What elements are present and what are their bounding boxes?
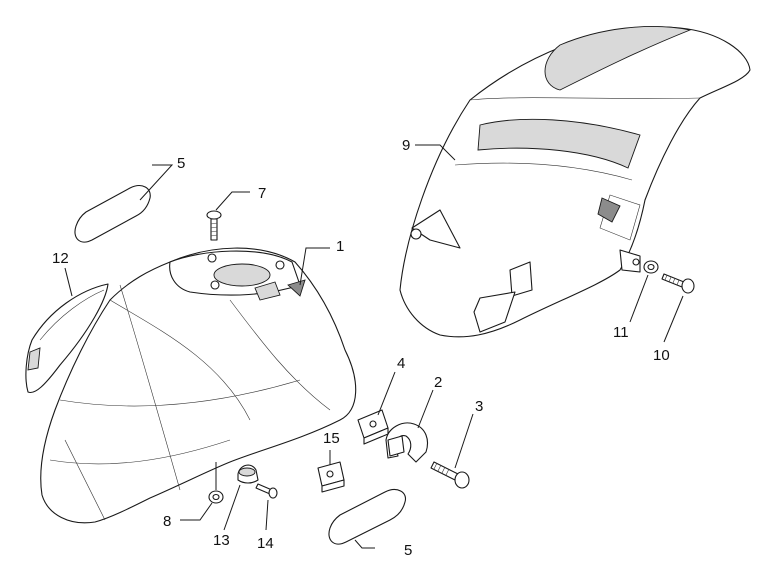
nut-part-8 xyxy=(208,490,224,504)
callout-12: 12 xyxy=(52,250,69,267)
callout-labels: 1 2 3 4 5 5 7 8 9 10 11 12 13 14 15 xyxy=(52,137,670,559)
callout-8: 8 xyxy=(163,513,171,530)
pad-part-5-bottom xyxy=(328,489,407,545)
callout-14: 14 xyxy=(257,535,274,552)
callout-7: 7 xyxy=(258,185,266,202)
cap-part-13 xyxy=(237,464,259,484)
leader-lines xyxy=(64,144,684,549)
screw-part-3 xyxy=(430,461,470,489)
callout-5-bottom: 5 xyxy=(404,542,412,559)
pad-part-5-top xyxy=(74,185,151,243)
callout-11: 11 xyxy=(613,324,629,341)
callout-15: 15 xyxy=(323,430,340,447)
callout-5-top: 5 xyxy=(177,155,185,172)
callout-9: 9 xyxy=(402,137,410,154)
reflector-part-12 xyxy=(25,283,109,394)
callout-1: 1 xyxy=(336,238,344,255)
callout-10: 10 xyxy=(653,347,670,364)
screw-part-14 xyxy=(255,483,278,499)
clip-nut-part-4 xyxy=(357,409,389,445)
callout-13: 13 xyxy=(213,532,230,549)
callout-3: 3 xyxy=(475,398,483,415)
washer-part-11 xyxy=(643,260,659,274)
clip-nut-part-15 xyxy=(317,461,345,493)
callout-4: 4 xyxy=(397,355,405,372)
screw-part-10 xyxy=(661,273,695,294)
front-mudguard-part-1 xyxy=(40,247,357,524)
rear-mudguard-part-9 xyxy=(399,26,751,338)
screw-part-7 xyxy=(206,210,222,241)
callout-2: 2 xyxy=(434,374,442,391)
cable-clamp-part-2 xyxy=(385,422,429,463)
